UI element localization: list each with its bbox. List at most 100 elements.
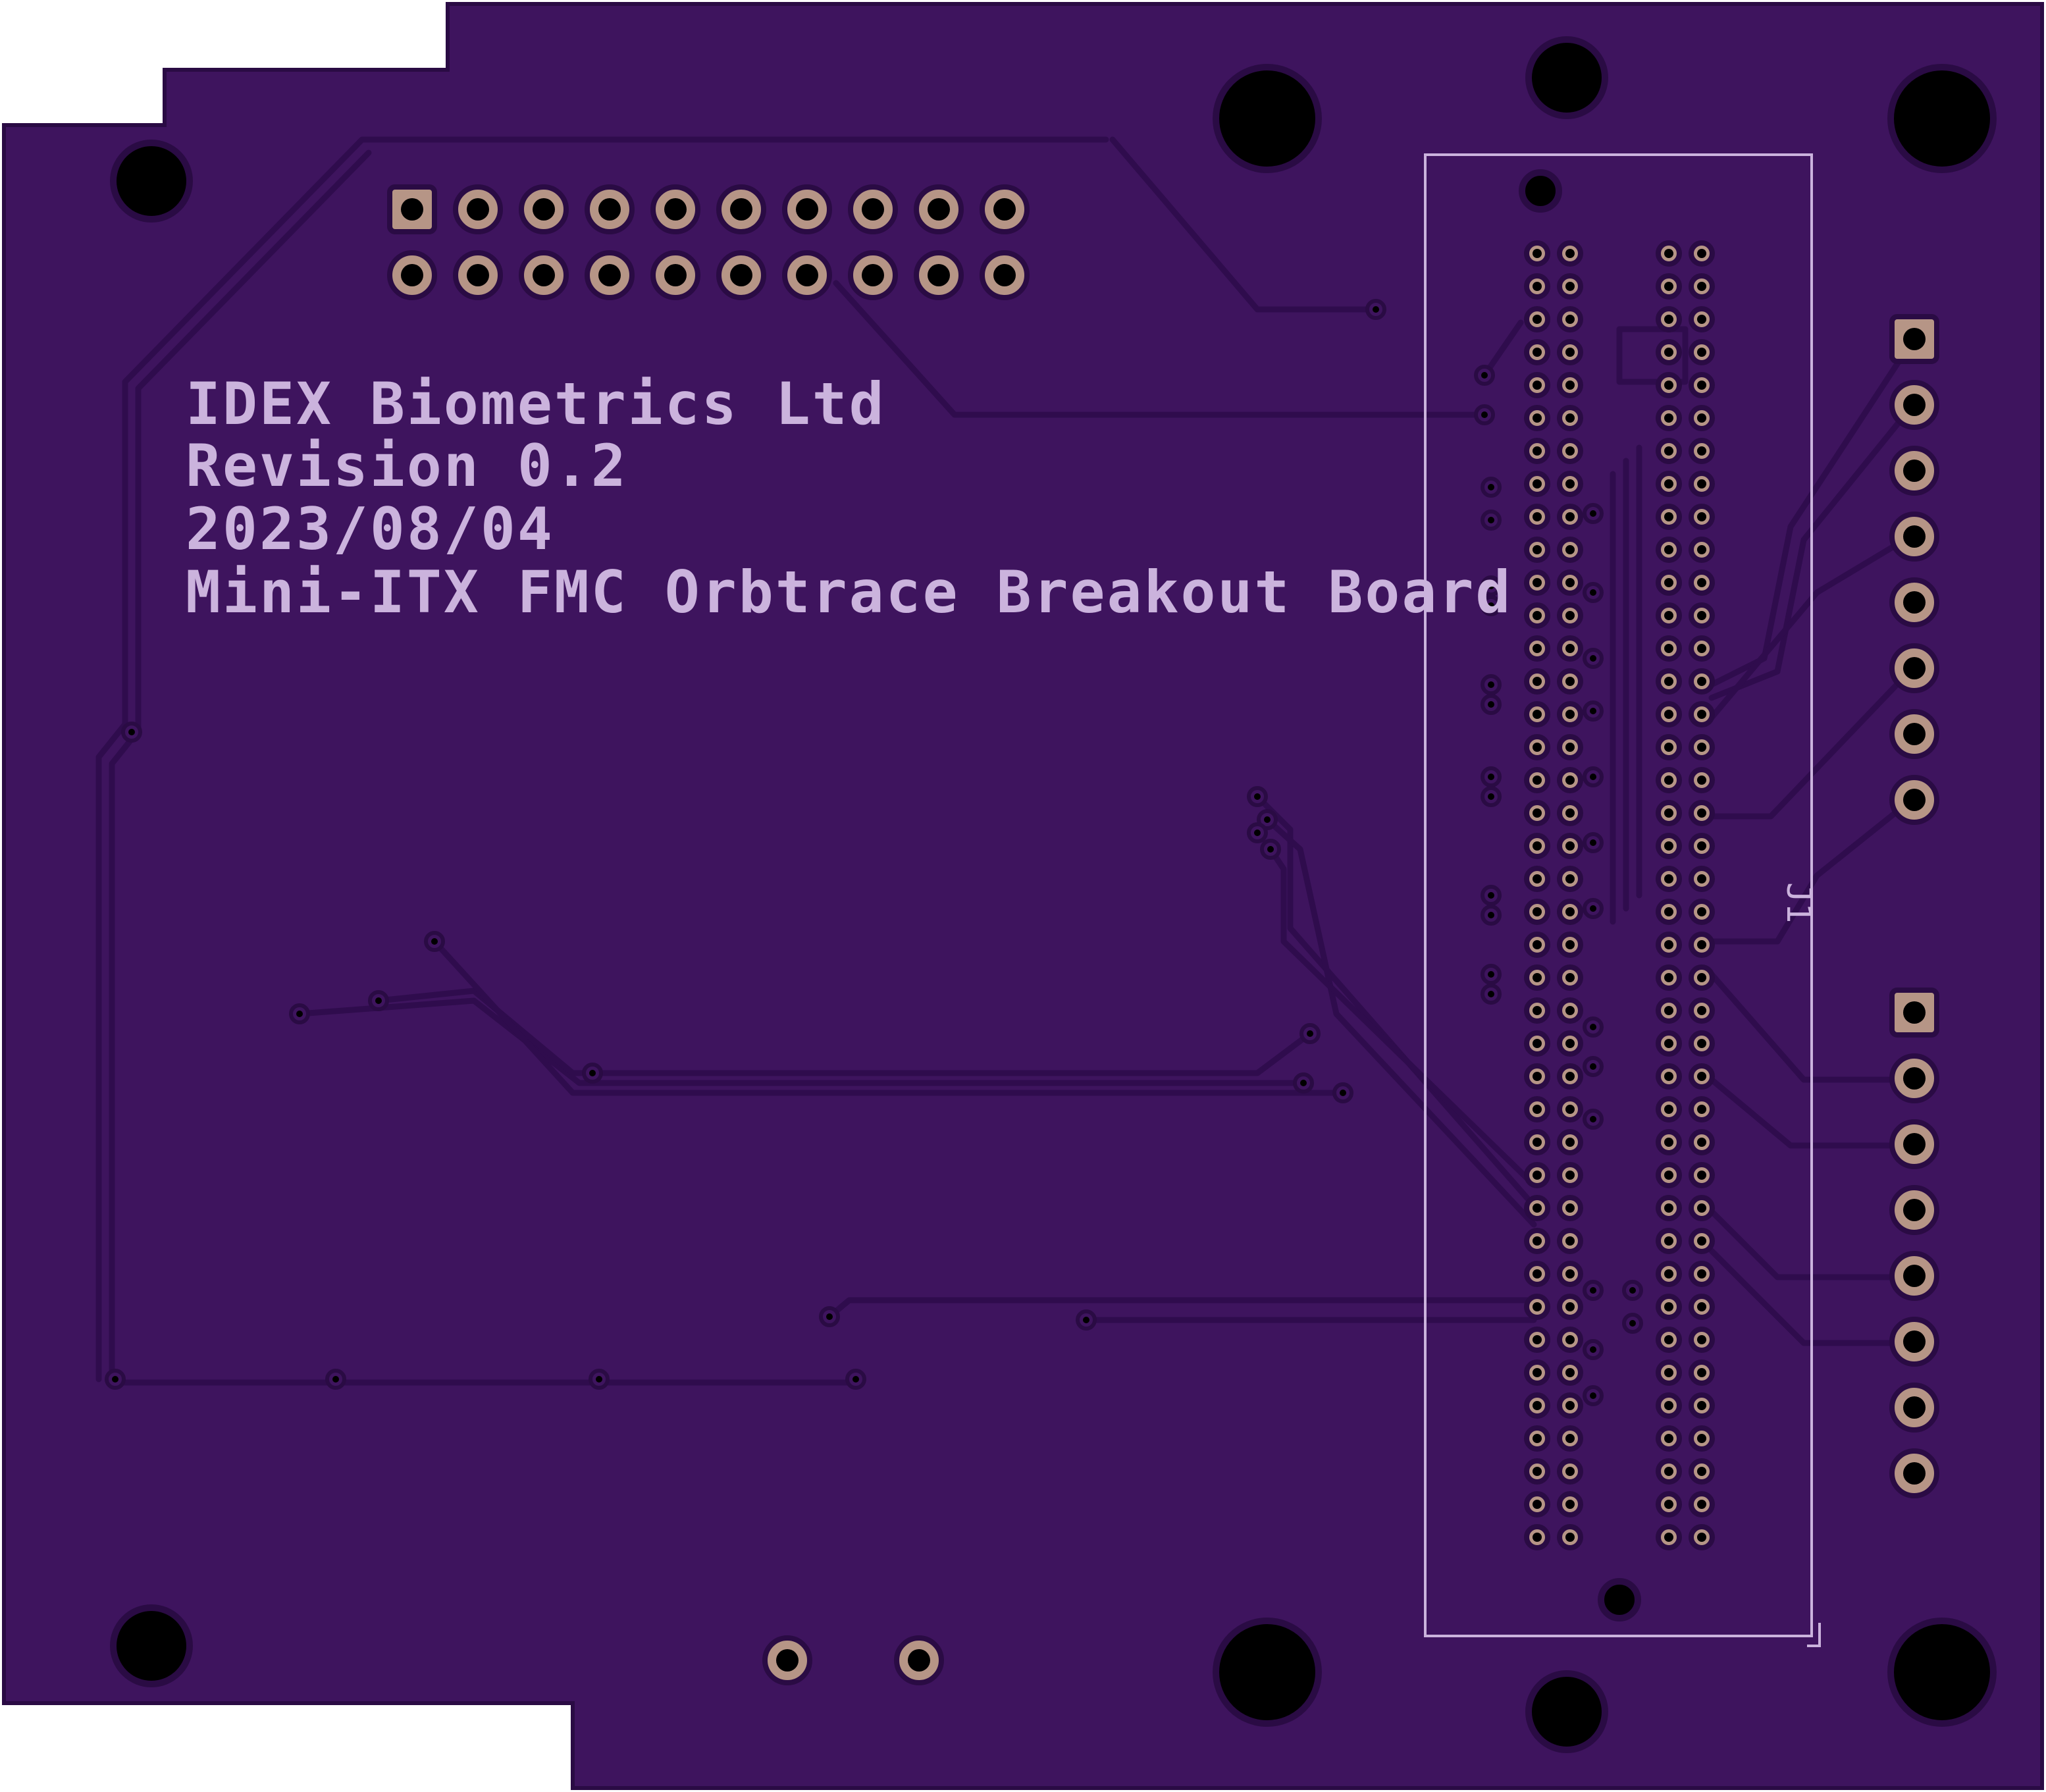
header-pin: [1889, 512, 1939, 562]
fmc-pin: [1689, 1425, 1715, 1452]
fmc-pin: [1656, 1359, 1682, 1386]
via: [589, 1369, 610, 1390]
header-pin: [1889, 446, 1939, 496]
fmc-pin: [1656, 569, 1682, 596]
via: [1247, 786, 1268, 807]
fmc-pin: [1524, 1491, 1550, 1517]
mounting-hole: [1887, 1618, 1997, 1727]
fmc-pin: [1557, 833, 1583, 859]
right-pin-header-lower: [1889, 988, 1939, 1498]
fmc-pin: [1689, 1228, 1715, 1254]
via: [1481, 905, 1502, 926]
fmc-connector-outline: [1424, 153, 1813, 1637]
via: [1583, 766, 1604, 787]
fmc-pin: [1656, 339, 1682, 365]
fmc-pin: [1557, 1327, 1583, 1353]
fmc-pin: [1656, 1063, 1682, 1090]
fmc-pin: [1689, 932, 1715, 958]
fmc-pin: [1689, 1063, 1715, 1090]
via: [1481, 477, 1502, 498]
fmc-pin: [1557, 1294, 1583, 1320]
fmc-pin: [1656, 240, 1682, 267]
fmc-pin: [1656, 734, 1682, 760]
fmc-pin: [1689, 1129, 1715, 1155]
fmc-pin: [1557, 405, 1583, 431]
header-pin: [848, 184, 898, 234]
fmc-pin: [1656, 899, 1682, 925]
via: [1481, 674, 1502, 695]
alignment-hole: [1598, 1578, 1641, 1621]
fmc-pin: [1689, 1327, 1715, 1353]
fmc-pin: [1524, 866, 1550, 892]
copper-traces: [95, 136, 1919, 1386]
via: [1365, 299, 1386, 320]
fmc-pin: [1524, 899, 1550, 925]
via: [1247, 822, 1268, 843]
fmc-pin: [1524, 734, 1550, 760]
via: [1622, 1280, 1643, 1301]
header-pin: [848, 250, 898, 300]
fmc-pin: [1689, 537, 1715, 563]
fmc-pin: [1689, 438, 1715, 464]
fmc-pin: [1557, 1524, 1583, 1550]
via: [325, 1369, 346, 1390]
header-pin: [519, 250, 569, 300]
fmc-pin: [1689, 504, 1715, 530]
fmc-pin: [1689, 734, 1715, 760]
header-pin: [914, 250, 964, 300]
mounting-hole: [1525, 1670, 1608, 1753]
header-pin: [387, 184, 437, 234]
fmc-pin: [1524, 471, 1550, 497]
header-pin: [1889, 1317, 1939, 1367]
fmc-pin: [1656, 1294, 1682, 1320]
mounting-hole: [1213, 64, 1322, 173]
fmc-pin: [1557, 306, 1583, 332]
fmc-pin: [1656, 997, 1682, 1024]
fmc-pin: [1557, 767, 1583, 793]
fmc-pin: [1689, 1458, 1715, 1485]
fmc-pin: [1557, 537, 1583, 563]
fmc-pin: [1656, 1195, 1682, 1221]
fmc-pin: [1656, 1524, 1682, 1550]
fmc-pin: [1524, 1096, 1550, 1122]
fmc-pin: [1557, 1129, 1583, 1155]
via: [1299, 1023, 1321, 1044]
via: [1293, 1072, 1314, 1094]
via: [1583, 1016, 1604, 1038]
silkscreen-board-name: Mini-ITX FMC Orbtrace Breakout Board: [186, 558, 1513, 626]
fmc-pin: [1557, 1261, 1583, 1287]
fmc-pin: [1524, 833, 1550, 859]
via: [1583, 898, 1604, 919]
fmc-pin: [1656, 767, 1682, 793]
fmc-pin: [1524, 800, 1550, 826]
mounting-hole: [1525, 36, 1608, 119]
fmc-pin: [1656, 668, 1682, 695]
fmc-pin: [1524, 1524, 1550, 1550]
header-pin: [1889, 1448, 1939, 1498]
fmc-pin: [1557, 1392, 1583, 1419]
fmc-pin: [1689, 1096, 1715, 1122]
fmc-pin: [1656, 372, 1682, 398]
fmc-pin: [1524, 635, 1550, 662]
fmc-pin: [1656, 1162, 1682, 1188]
fmc-pin: [1524, 372, 1550, 398]
fmc-pin: [1524, 1129, 1550, 1155]
fmc-pin: [1656, 964, 1682, 991]
fmc-pin: [1524, 1195, 1550, 1221]
fmc-pin: [1524, 1425, 1550, 1452]
fmc-pin: [1524, 701, 1550, 727]
vias: [105, 299, 1643, 1406]
right-pin-header-upper: [1889, 314, 1939, 825]
header-pin: [1889, 1185, 1939, 1235]
alignment-hole: [1519, 169, 1562, 213]
fmc-pin: [1557, 1030, 1583, 1057]
header-pin: [1889, 380, 1939, 430]
fmc-pin: [1689, 1195, 1715, 1221]
fmc-pin: [1689, 1261, 1715, 1287]
header-pin: [453, 184, 503, 234]
fmc-pin: [1524, 997, 1550, 1024]
fmc-pin: [1557, 866, 1583, 892]
fmc-pin: [1524, 668, 1550, 695]
fmc-pin: [1656, 1030, 1682, 1057]
header-pin: [1889, 1383, 1939, 1433]
